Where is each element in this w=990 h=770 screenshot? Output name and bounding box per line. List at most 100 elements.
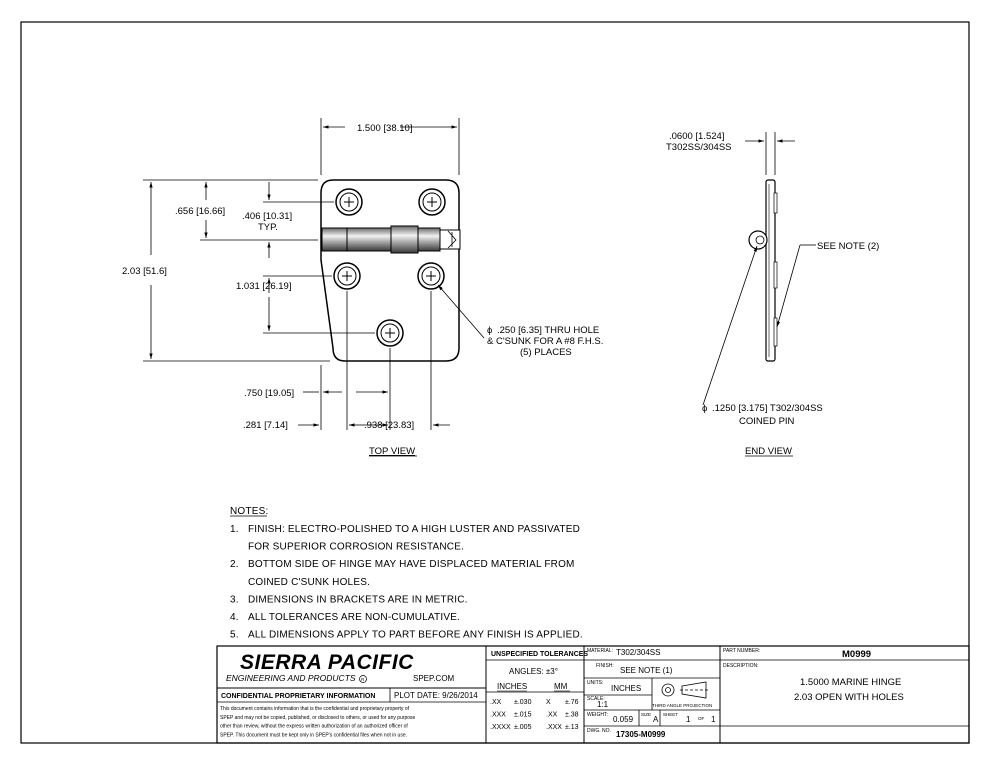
countersunk-hole: [417, 262, 445, 290]
sheet-total: 1: [711, 715, 716, 724]
notes-list: 1. FINISH: ELECTRO-POLISHED TO A HIGH LUS…: [230, 524, 583, 641]
pin-callout-diameter-symbol: ϕ: [702, 403, 707, 414]
tolerance-mm-value: ±.38: [565, 712, 579, 719]
hole-callout-line2: & C'SUNK FOR A #8 F.H.S.: [487, 336, 603, 347]
note-text: FINISH: ELECTRO-POLISHED TO A HIGH LUSTE…: [248, 524, 580, 535]
dim-hole-spacing-v-text: 1.031 [26.19]: [236, 281, 291, 292]
sheet-of-label: OF: [698, 716, 705, 721]
weight-value: 0.059: [613, 715, 634, 724]
note-number: 1.: [230, 524, 239, 535]
dim-width-text: 1.500 [38.10]: [357, 123, 412, 134]
units-value: INCHES: [611, 684, 641, 693]
registered-mark: R: [361, 677, 365, 682]
dimension-overall-height: [143, 179, 330, 362]
tolerance-mm-value: ±.76: [565, 699, 579, 706]
dim-thickness-text: .0600 [1.524]: [669, 131, 724, 142]
countersunk-hole: [376, 319, 404, 347]
tolerance-inch-format: .XXX: [490, 712, 506, 719]
note-text: ALL DIMENSIONS APPLY TO PART BEFORE ANY …: [248, 630, 583, 641]
finish-value: SEE NOTE (1): [620, 666, 673, 675]
pin-callout-line2: COINED PIN: [739, 416, 795, 427]
note-text: DIMENSIONS IN BRACKETS ARE IN METRIC.: [248, 594, 468, 605]
dwg-no-label: DWG. NO.: [587, 728, 611, 734]
tolerances-title: UNSPECIFIED TOLERANCES: [491, 651, 588, 658]
note-number: 3.: [230, 594, 239, 605]
dwg-no-value: 17305-M0999: [616, 730, 666, 739]
hole-callout-line3: (5) PLACES: [520, 347, 572, 358]
tolerance-mm-format: .XXX: [546, 724, 562, 731]
note-text: COINED C'SUNK HOLES.: [248, 577, 370, 588]
description-label: DESCRIPTION:: [723, 663, 759, 669]
dim-thickness-material: T302SS/304SS: [666, 142, 732, 153]
dimension-hole-to-pin: [263, 182, 334, 258]
disclaimer-line: This document contains information that …: [220, 706, 410, 712]
size-label: SIZE: [641, 712, 651, 717]
description-line2: 2.03 OPEN WITH HOLES: [794, 692, 904, 703]
extension-lines: [320, 291, 432, 430]
material-value: T302/304SS: [616, 648, 660, 657]
scale-label: SCALE:: [587, 696, 605, 702]
end-view-pin: [755, 235, 765, 245]
note-number: 4.: [230, 612, 239, 623]
sheet-label: SHEET: [663, 712, 678, 717]
disclaimer-line: SPEP. This document must be kept only in…: [220, 732, 407, 738]
projection-label: THIRD ANGLE PROJECTION: [652, 703, 712, 708]
note-number: 5.: [230, 630, 239, 641]
countersunk-hole: [335, 188, 363, 216]
dim-top-hole-text: .656 [16.66]: [175, 206, 225, 217]
tolerances-angles: ANGLES: ±3°: [509, 667, 558, 676]
hole-callout-diameter-symbol: ϕ: [487, 325, 492, 336]
tolerance-mm-value: ±.13: [565, 724, 579, 731]
note-number: 2.: [230, 559, 239, 570]
disclaimer-line: other than review, without the express w…: [220, 724, 408, 730]
dim-281-text: .281 [7.14]: [243, 420, 288, 431]
see-note-leader: [776, 244, 816, 328]
confidential-label: CONFIDENTIAL PROPRIETARY INFORMATION: [221, 693, 375, 700]
sheet-value: 1: [686, 715, 691, 724]
note-text: ALL TOLERANCES ARE NON-CUMULATIVE.: [248, 612, 460, 623]
tolerances-mm-header: MM: [554, 682, 568, 691]
finish-label: FINISH:: [596, 663, 614, 669]
hole-callout-line1: .250 [6.35] THRU HOLE: [497, 325, 599, 336]
weight-label: WEIGHT:: [587, 712, 608, 718]
countersunk-hole: [418, 188, 446, 216]
end-view-label: END VIEW: [745, 446, 792, 457]
note-text: FOR SUPERIOR CORROSION RESISTANCE.: [248, 542, 464, 553]
title-block: [216, 645, 970, 744]
top-view-label: TOP VIEW: [369, 446, 415, 457]
size-value: A: [653, 715, 659, 724]
material-label: MATERIAL:: [587, 648, 613, 654]
registered-mark-icon: [359, 675, 367, 683]
tolerance-inch-format: .XXXX: [490, 724, 511, 731]
dimension-width: [320, 118, 460, 175]
tolerance-inch-format: .XX: [490, 699, 502, 706]
dimension-top-hole: [200, 182, 318, 241]
countersunk-hole: [333, 262, 361, 290]
scale-value: 1:1: [597, 700, 609, 709]
dimension-hole-spacing-vertical: [263, 275, 375, 334]
notes-title: NOTES:: [230, 506, 268, 517]
hole-callout-leader: [437, 284, 485, 339]
confidentiality-disclaimer: This document contains information that …: [220, 706, 416, 738]
disclaimer-line: SPEP and may not be copied, published, o…: [220, 715, 416, 721]
tolerance-inch-value: ±.030: [514, 699, 532, 706]
description-line1: 1.5000 MARINE HINGE: [800, 677, 901, 688]
hinge-outline: [320, 179, 460, 362]
company-website: SPEP.COM: [413, 674, 455, 683]
company-name: SIERRA PACIFIC: [240, 651, 414, 674]
tolerance-mm-format: .XX: [546, 712, 558, 719]
end-view: .0600 [1.524] T302SS/304SS SEE NOTE (2) …: [666, 131, 879, 457]
dim-overall-height-text: 2.03 [51.6]: [122, 266, 167, 277]
see-note-text: SEE NOTE (2): [817, 241, 879, 252]
third-angle-projection-icon: [661, 681, 708, 699]
tolerance-inch-value: ±.005: [514, 724, 532, 731]
tolerance-mm-format: X: [546, 699, 551, 706]
dim-938-text: .938 [23.83]: [364, 420, 414, 431]
plot-date: PLOT DATE: 9/26/2014: [394, 691, 478, 700]
part-number-label: PART NUMBER:: [723, 648, 760, 654]
end-view-knuckle: [748, 230, 768, 250]
tolerances-inches-header: INCHES: [497, 682, 527, 691]
part-number-value: M0999: [842, 649, 871, 660]
